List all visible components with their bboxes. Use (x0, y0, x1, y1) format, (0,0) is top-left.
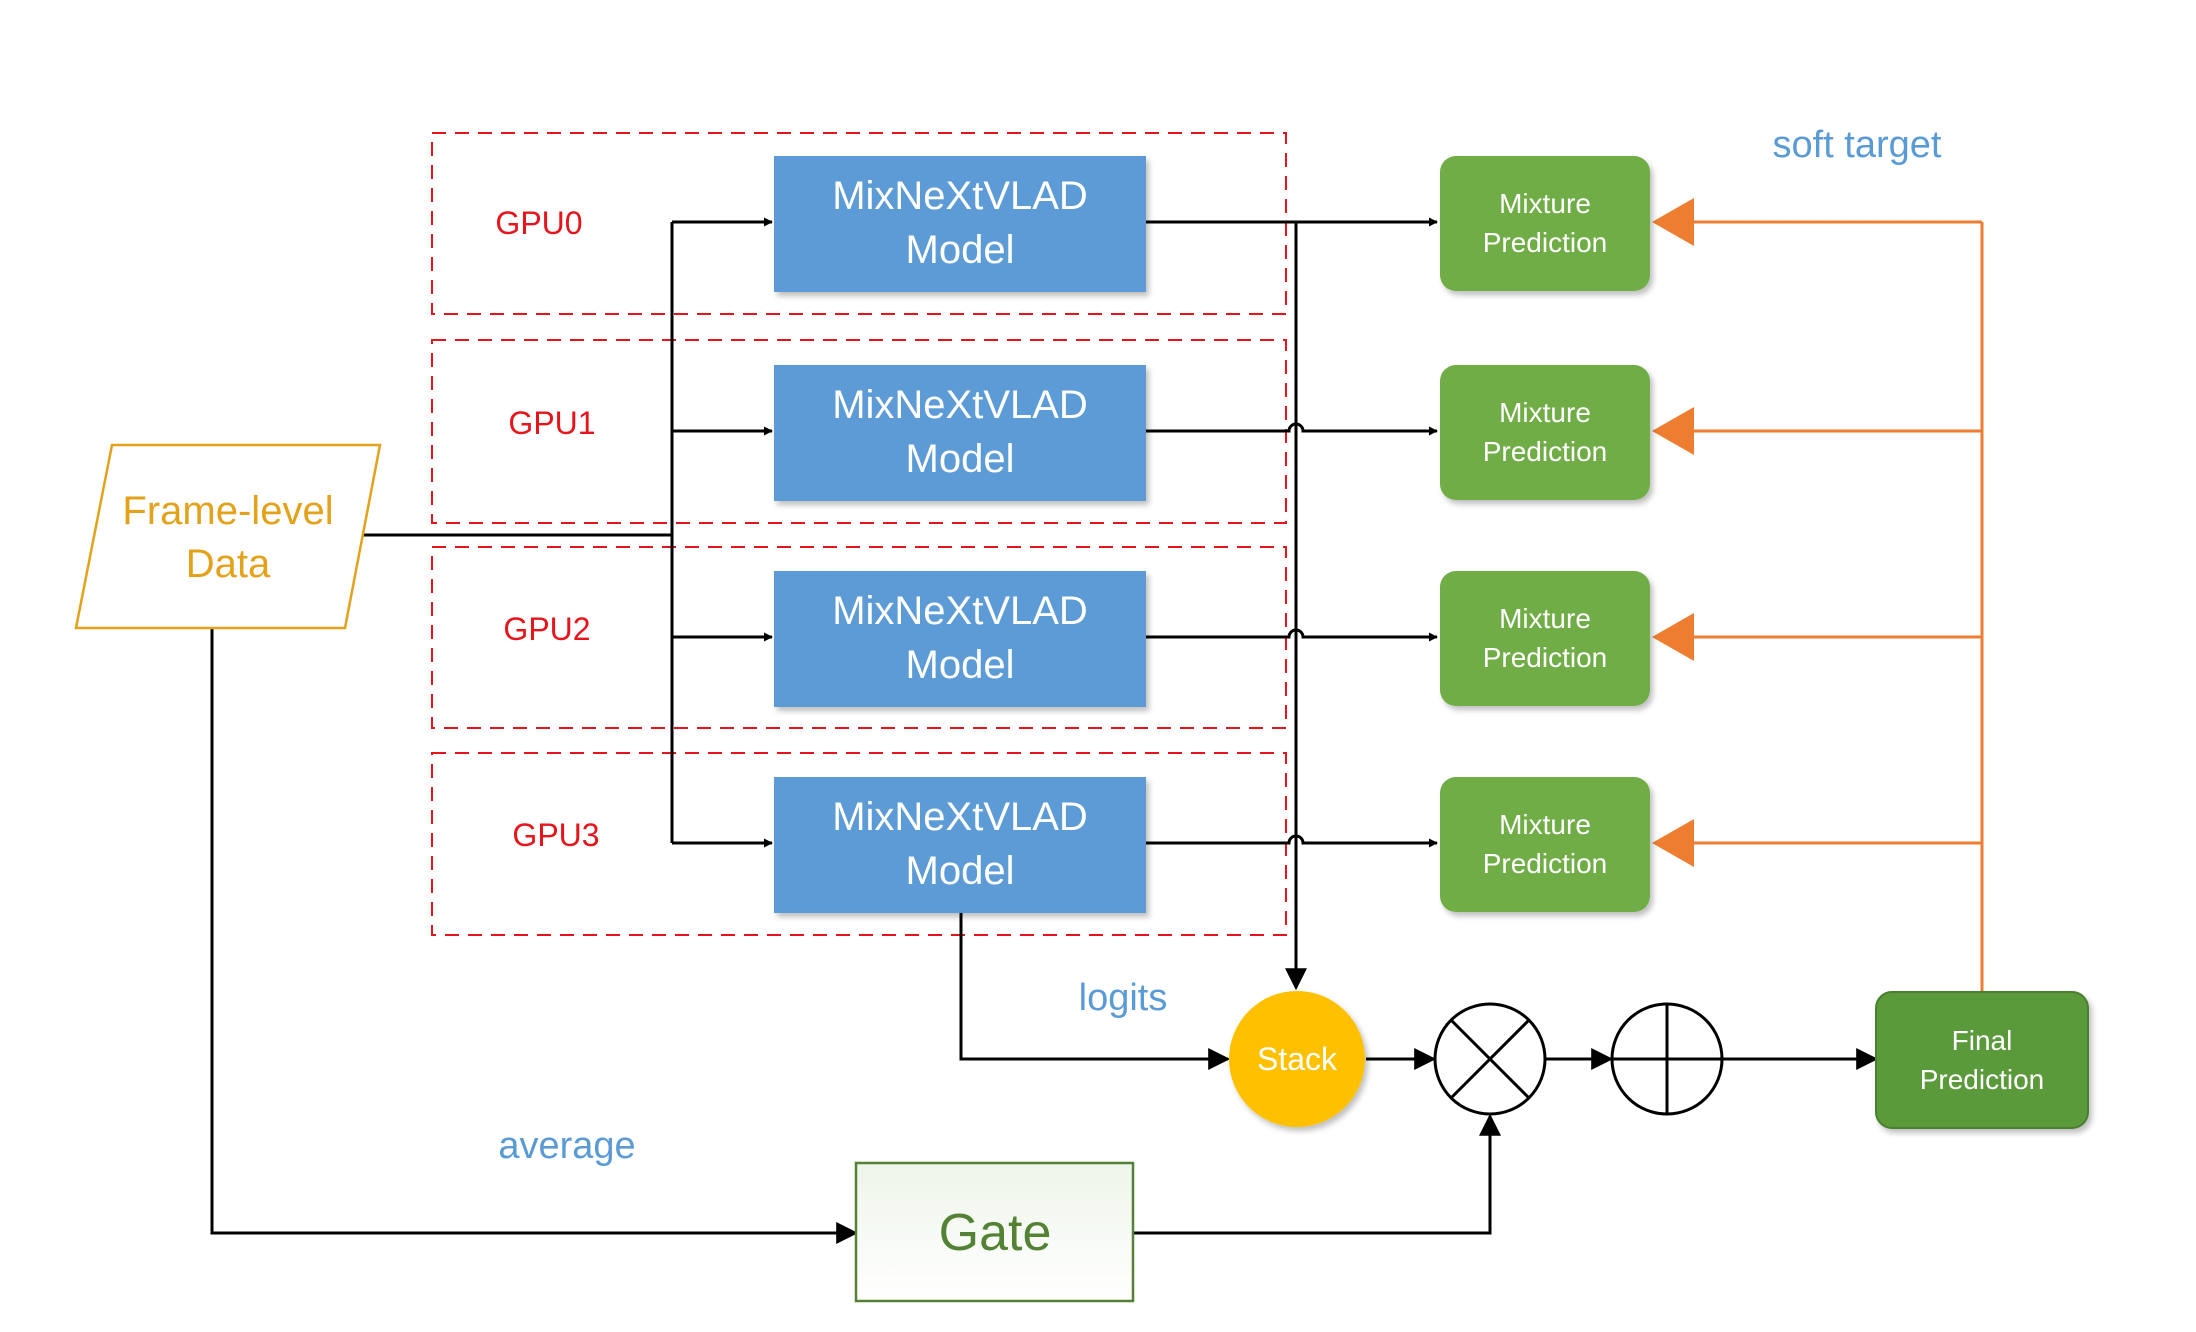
model-box-2: MixNeXtVLAD Model (774, 571, 1146, 707)
final-line2: Prediction (1920, 1064, 2045, 1095)
frame-level-data-node: Frame-level Data (74, 443, 382, 630)
input-label-line2: Data (186, 542, 271, 586)
mixture-box-3: Mixture Prediction (1440, 777, 1650, 912)
mixture-3-line2: Prediction (1483, 848, 1608, 879)
mixture-2-line2: Prediction (1483, 642, 1608, 673)
model-2-line2: Model (906, 643, 1015, 687)
input-label-line1: Frame-level (122, 489, 333, 533)
model-3-line1: MixNeXtVLAD (832, 795, 1088, 839)
soft-target-arrowhead-1 (1652, 407, 1694, 455)
model-1-line1: MixNeXtVLAD (832, 383, 1088, 427)
input-to-gate-arrow (210, 628, 859, 1244)
mixture-1-line2: Prediction (1483, 436, 1608, 467)
mixture-2-line1: Mixture (1499, 603, 1591, 634)
soft-target-lines (1690, 220, 1984, 992)
model1-to-mixture1-arrow (1146, 422, 1438, 436)
model2-to-mixture2-arrow (1146, 628, 1438, 642)
soft-target-arrowhead-0 (1652, 198, 1694, 246)
model-1-line2: Model (906, 437, 1015, 481)
mixture-box-2: Mixture Prediction (1440, 571, 1650, 706)
model-0-line2: Model (906, 228, 1015, 272)
soft-target-arrowhead-2 (1652, 613, 1694, 661)
gpu0-label: GPU0 (495, 205, 582, 241)
model-boxes: MixNeXtVLAD Model MixNeXtVLAD Model MixN… (774, 156, 1146, 913)
gpu2-label: GPU2 (503, 611, 590, 647)
mixture-1-line1: Mixture (1499, 397, 1591, 428)
mixture-3-line1: Mixture (1499, 809, 1591, 840)
multiply-operator-icon (1433, 1002, 1547, 1116)
mixture-boxes: Mixture Prediction Mixture Prediction Mi… (1440, 156, 1650, 912)
model-3-line2: Model (906, 849, 1015, 893)
gpu3-label: GPU3 (512, 817, 599, 853)
input-shape (74, 443, 382, 630)
mixture-0-line1: Mixture (1499, 188, 1591, 219)
mixture-box-1: Mixture Prediction (1440, 365, 1650, 500)
soft-target-arrowheads (1652, 198, 1694, 867)
stack-node: Stack (1229, 991, 1365, 1127)
gate-to-multiply-arrow (1133, 1113, 1501, 1235)
add-operator-icon (1610, 1002, 1724, 1116)
logits-annotation: logits (1079, 977, 1168, 1019)
soft-target-arrowhead-3 (1652, 819, 1694, 867)
model3-to-mixture3-arrow (1146, 834, 1438, 848)
model-box-1: MixNeXtVLAD Model (774, 365, 1146, 501)
stack-circle (1229, 991, 1365, 1127)
gate-node: Gate (854, 1161, 1135, 1303)
model-2-line1: MixNeXtVLAD (832, 589, 1088, 633)
mixture-0-line2: Prediction (1483, 227, 1608, 258)
model-box-3: MixNeXtVLAD Model (774, 777, 1146, 913)
connectors (210, 217, 1879, 1244)
model-0-line1: MixNeXtVLAD (832, 174, 1088, 218)
stack-label: Stack (1257, 1041, 1338, 1077)
gate-label: Gate (939, 1204, 1052, 1262)
soft-target-annotation: soft target (1773, 124, 1942, 166)
final-prediction-node: Final Prediction (1875, 991, 2089, 1129)
final-line1: Final (1952, 1025, 2013, 1056)
average-annotation: average (498, 1125, 635, 1167)
model3-logits-to-stack-arrow (959, 913, 1231, 1070)
gpu1-label: GPU1 (508, 405, 595, 441)
model-box-0: MixNeXtVLAD Model (774, 156, 1146, 292)
mixture-box-0: Mixture Prediction (1440, 156, 1650, 291)
gpu-groups: GPU0 GPU1 GPU2 GPU3 (431, 132, 1287, 936)
